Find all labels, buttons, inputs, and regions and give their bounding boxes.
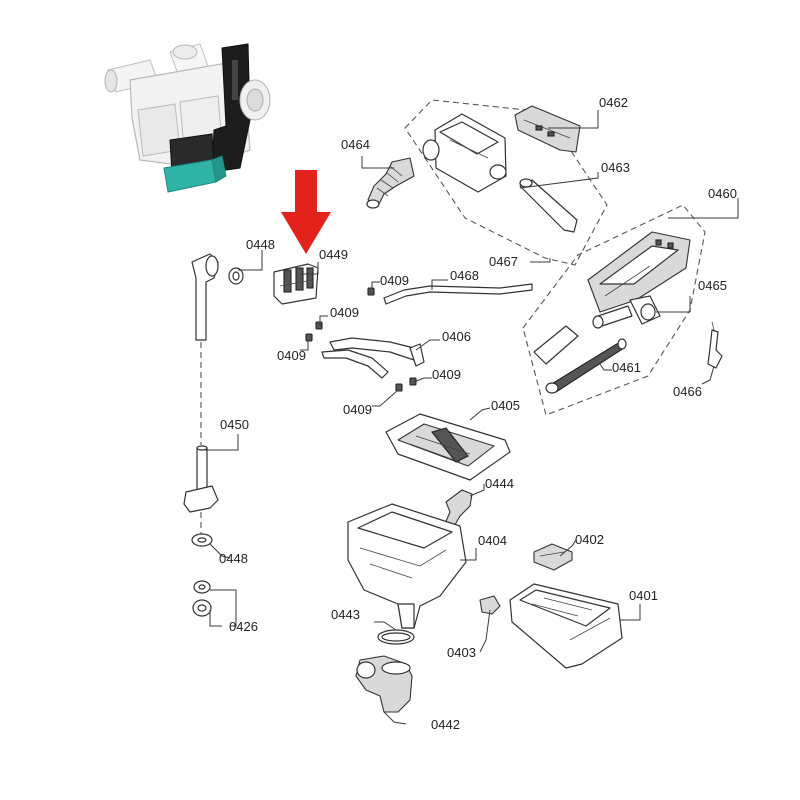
- part-0460-tray: [587, 231, 691, 313]
- label-0462: 0462: [599, 95, 628, 110]
- part-0402-cap: [533, 543, 573, 571]
- label-0461: 0461: [612, 360, 641, 375]
- valve-outlet-top-rim: [172, 44, 198, 60]
- part-0444-handle: [443, 489, 473, 531]
- part-0465-valve: [592, 295, 661, 329]
- label-0465: 0465: [698, 278, 727, 293]
- label-0404: 0404: [478, 533, 507, 548]
- part-0462-cover: [514, 105, 581, 153]
- part-0443-clamp: [377, 629, 415, 645]
- valve-bracket: [211, 43, 251, 173]
- label-0450: 0450: [220, 417, 249, 432]
- group-outline-right: [522, 204, 706, 416]
- down-arrow-icon: [281, 170, 331, 254]
- label-0406: 0406: [442, 329, 471, 344]
- label-0449: 0449: [319, 247, 348, 262]
- label-0401: 0401: [629, 588, 658, 603]
- label-0448-bottom: 0448: [219, 551, 248, 566]
- part-0448-elbow: [191, 253, 244, 341]
- part-0466-sensor: [707, 321, 723, 369]
- label-0442: 0442: [431, 717, 460, 732]
- part-0448-washer: [191, 533, 213, 547]
- part-0426-washers: [192, 580, 212, 617]
- part-0463-housing: [422, 113, 507, 193]
- valve-bracket-slot: [232, 60, 238, 100]
- label-0409-a: 0409: [380, 273, 409, 288]
- label-0403: 0403: [447, 645, 476, 660]
- label-0402: 0402: [575, 532, 604, 547]
- part-0467-hose-lower: [533, 325, 579, 365]
- part-0449-inlet-valve: [273, 263, 319, 305]
- label-0443: 0443: [331, 607, 360, 622]
- valve-outlet-rim: [104, 69, 118, 93]
- label-0467: 0467: [489, 254, 518, 269]
- part-0401-drawer: [509, 583, 623, 669]
- label-0409-b: 0409: [330, 305, 359, 320]
- label-0468: 0468: [450, 268, 479, 283]
- valve-base-side: [211, 155, 227, 183]
- label-0444: 0444: [485, 476, 514, 491]
- part-0405-lid: [385, 413, 511, 481]
- part-0468-hose: [383, 283, 533, 305]
- label-0464: 0464: [341, 137, 370, 152]
- label-0448-top: 0448: [246, 237, 275, 252]
- part-0461-hose: [545, 338, 627, 394]
- part-labels: 0462 0463 0464 0460 0448 0449 0409 0468 …: [219, 95, 737, 732]
- part-0409-clips: [305, 287, 417, 392]
- label-0409-e: 0409: [343, 402, 372, 417]
- label-0405: 0405: [491, 398, 520, 413]
- part-0404-housing: [347, 503, 467, 629]
- label-0409-c: 0409: [277, 348, 306, 363]
- label-0463: 0463: [601, 160, 630, 175]
- label-0426: 0426: [229, 619, 258, 634]
- label-0460: 0460: [708, 186, 737, 201]
- part-0464-bellows: [366, 157, 415, 209]
- part-0442-elbow: [355, 655, 413, 713]
- part-0403-siphon: [479, 595, 501, 615]
- inlet-valve-photo: [104, 43, 271, 193]
- part-0406-hoses: [321, 337, 425, 379]
- part-0450-pipe: [183, 445, 219, 513]
- valve-inlet-hole: [246, 88, 264, 112]
- label-0466: 0466: [673, 384, 702, 399]
- label-0409-d: 0409: [432, 367, 461, 382]
- leader-lines: [205, 110, 739, 725]
